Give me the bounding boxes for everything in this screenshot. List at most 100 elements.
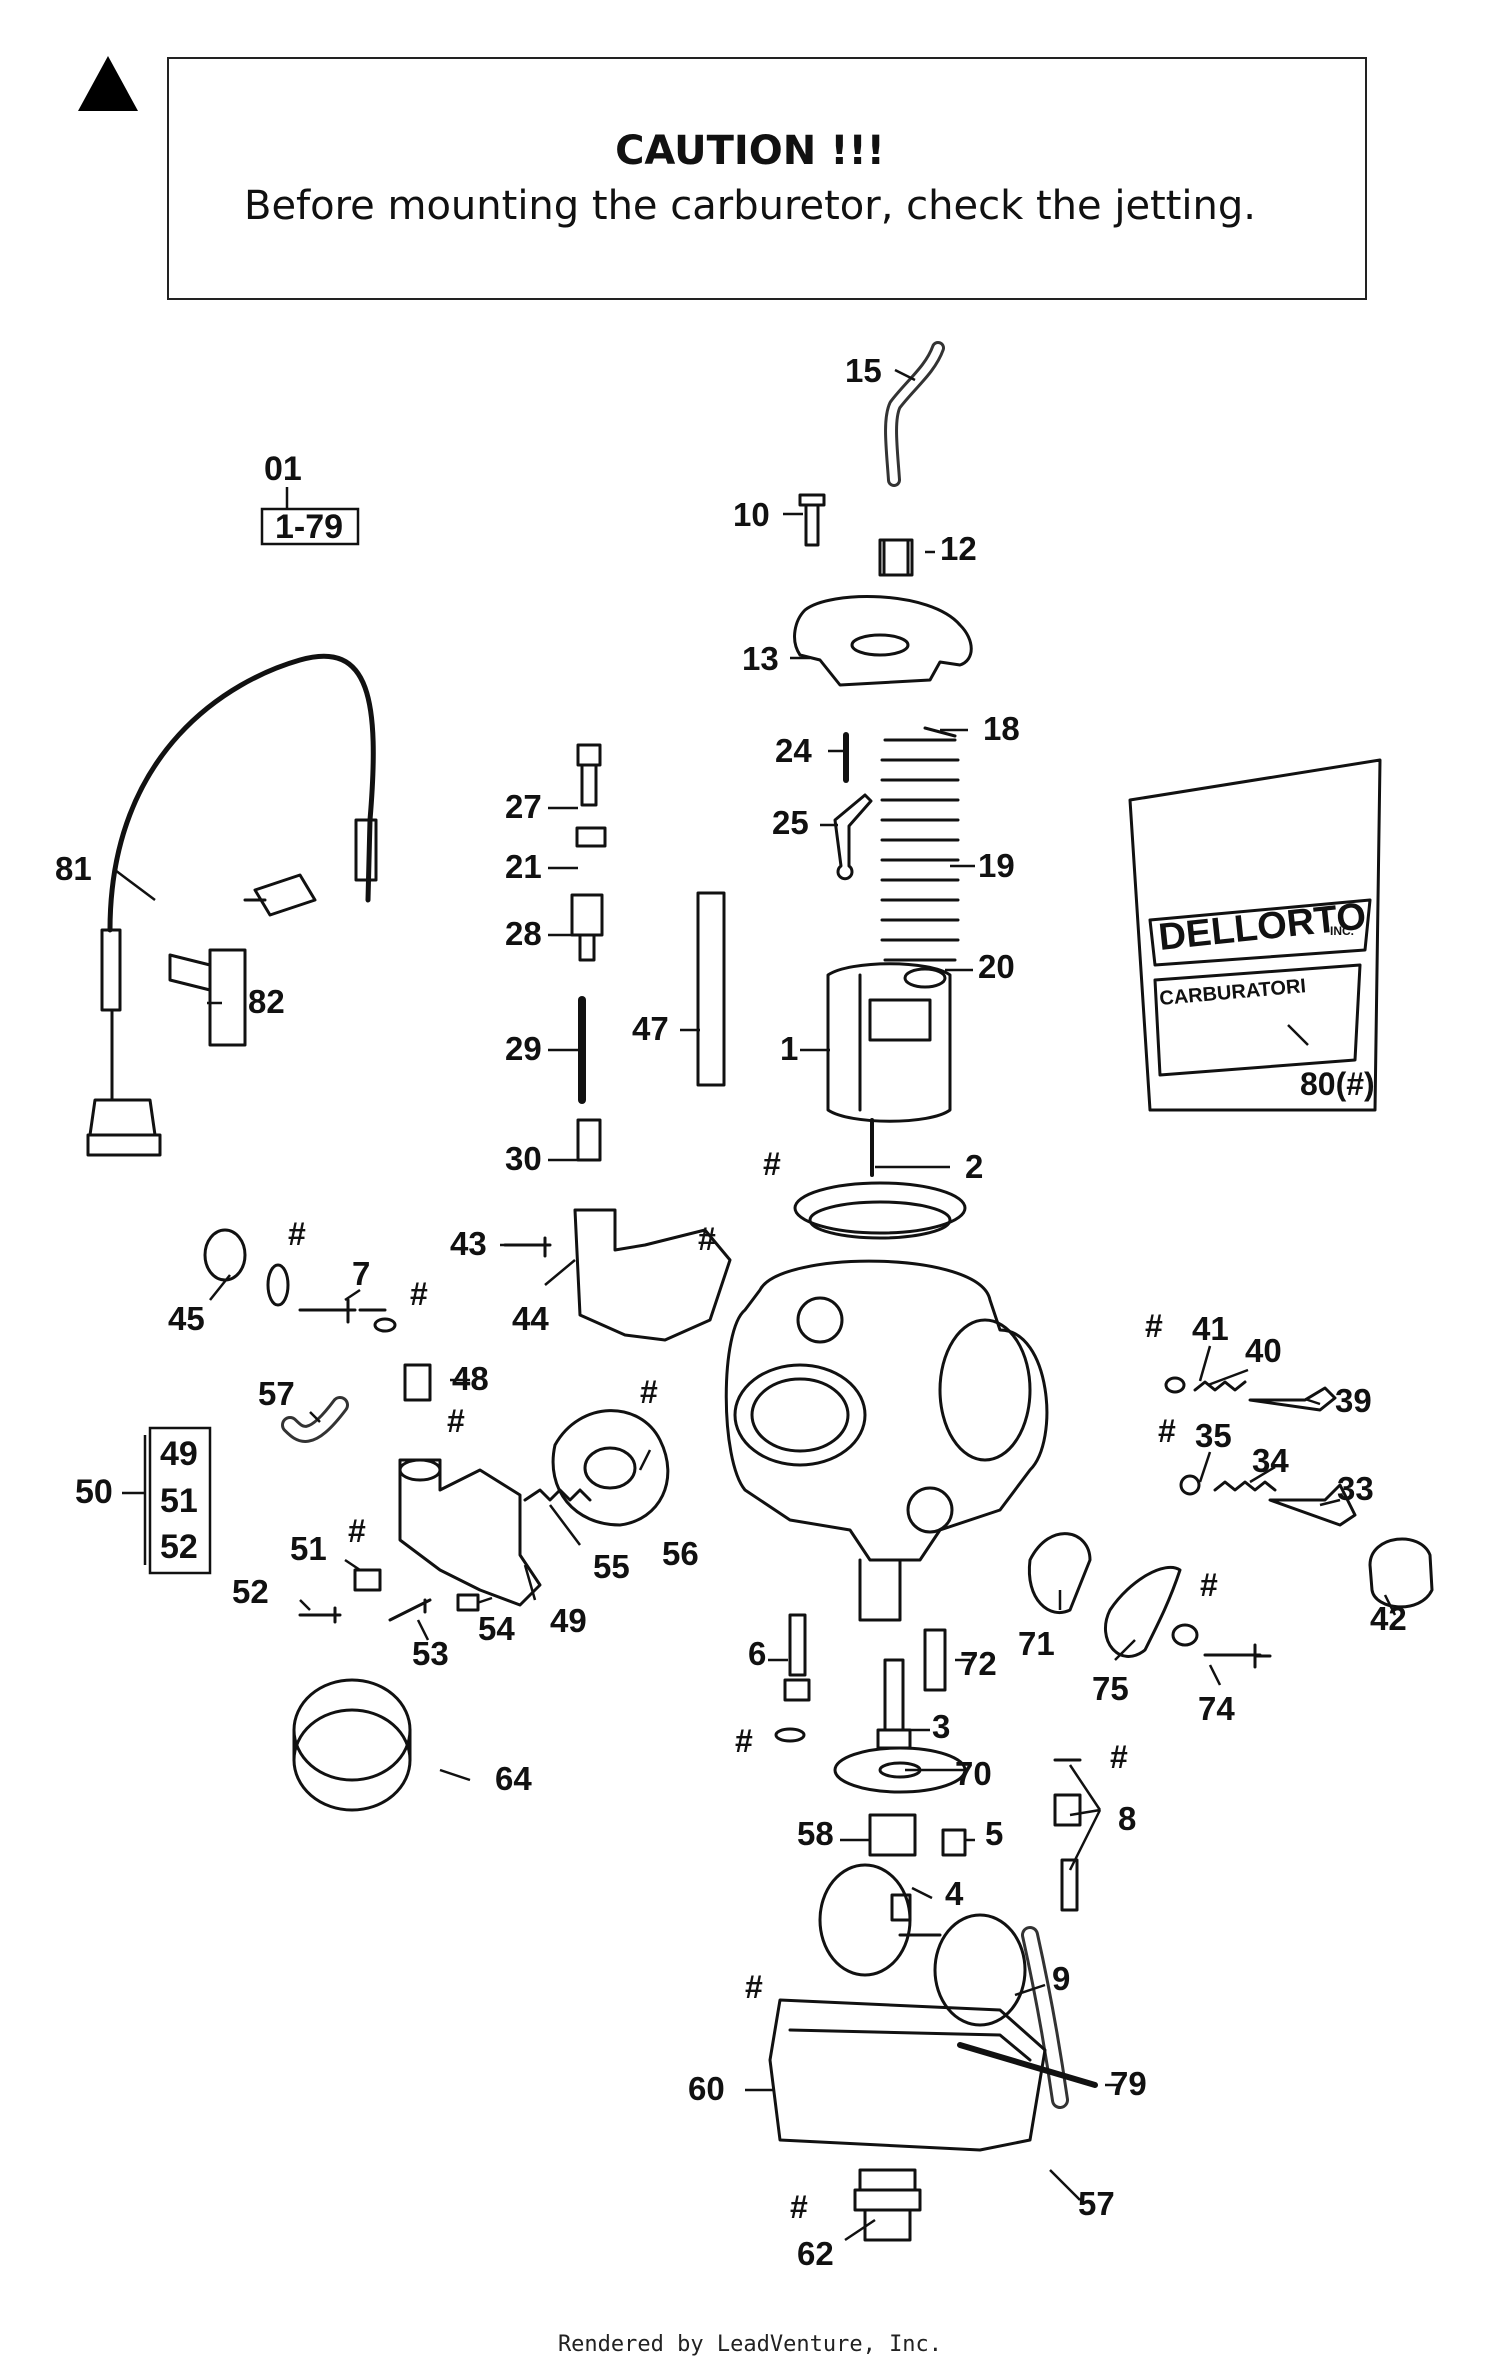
bag-label: 80(#) <box>1300 1066 1375 1102</box>
group-box-item: 51 <box>160 1482 198 1520</box>
group-box-item: 49 <box>160 1435 198 1473</box>
callout-28: 28 <box>505 915 542 952</box>
carb-cap <box>793 594 973 687</box>
needle-30 <box>576 1118 602 1162</box>
fitting-48 <box>403 1363 432 1402</box>
kit-label-top: 01 <box>264 450 302 488</box>
callout-8: 8 <box>1118 1800 1136 1837</box>
bag-sub: CARBURATORI <box>1159 975 1307 1010</box>
hash-marker: # <box>1145 1308 1163 1344</box>
fitting-75 <box>1104 1565 1182 1658</box>
callout-48: 48 <box>452 1360 489 1397</box>
leader-lines <box>114 368 1397 2242</box>
warning-triangle-icon <box>78 56 138 111</box>
callout-42: 42 <box>1370 1600 1407 1637</box>
callout-74: 74 <box>1198 1690 1235 1727</box>
hash-marker: # <box>447 1403 465 1439</box>
callout-12: 12 <box>940 530 977 567</box>
hash-marker: # <box>1110 1739 1128 1775</box>
callout-10: 10 <box>733 496 770 533</box>
callout-64: 64 <box>495 1760 532 1797</box>
callout-43: 43 <box>450 1225 487 1262</box>
callout-62: 62 <box>797 2235 834 2272</box>
spring-55 <box>523 1488 592 1502</box>
float-needle-8 <box>1053 1758 1082 1912</box>
cable-knob <box>86 1098 162 1157</box>
nut-12 <box>878 538 914 577</box>
callout-57: 57 <box>258 1375 295 1412</box>
washer-41 <box>1164 1376 1186 1394</box>
callout-39: 39 <box>1335 1382 1372 1419</box>
valve-51 <box>353 1568 382 1592</box>
pin-18 <box>923 726 957 738</box>
callout-33: 33 <box>1337 1470 1374 1507</box>
cap-45 <box>203 1228 247 1282</box>
rod-47 <box>696 891 726 1087</box>
bag-text: DELLORTO CARBURATORI INC. 80(#) <box>1157 895 1375 1102</box>
jet-6 <box>783 1613 811 1702</box>
throttle-slide <box>826 962 952 1123</box>
clip-20 <box>903 967 947 989</box>
callout-79: 79 <box>1110 2065 1147 2102</box>
screw-53 <box>388 1598 432 1622</box>
bag-inc: INC. <box>1330 924 1354 938</box>
callout-53: 53 <box>412 1635 449 1672</box>
caution-box <box>167 57 1367 300</box>
callout-3: 3 <box>932 1708 950 1745</box>
hash-marker: # <box>1200 1567 1218 1603</box>
screw-39 <box>1248 1386 1337 1412</box>
spring-19 <box>880 738 960 962</box>
callout-72: 72 <box>960 1645 997 1682</box>
group-box-label: 50 <box>75 1473 113 1511</box>
callout-24: 24 <box>775 732 812 769</box>
callout-47: 47 <box>632 1010 669 1047</box>
caution-title: CAUTION !!! <box>615 128 885 174</box>
hash-marker: # <box>410 1276 428 1312</box>
float-9 <box>818 1863 1027 2027</box>
adjuster-28 <box>570 893 604 962</box>
ring-64 <box>292 1678 412 1812</box>
hash-marker: # <box>640 1374 658 1410</box>
screw-43 <box>503 1236 552 1258</box>
knob-42 <box>1368 1537 1434 1609</box>
choke-housing-44 <box>573 1208 732 1342</box>
parts-bag-80 <box>1128 758 1382 1112</box>
callout-1: 1 <box>780 1030 798 1067</box>
part-71 <box>1027 1532 1092 1614</box>
screw-10 <box>798 493 826 547</box>
rod-79 <box>957 2042 1098 2088</box>
callout-55: 55 <box>593 1548 630 1585</box>
callout-20: 20 <box>978 948 1015 985</box>
choke-cable-81 <box>107 653 376 933</box>
kit-label-range: 1-79 <box>275 508 343 546</box>
callout-58: 58 <box>797 1815 834 1852</box>
callout-5: 5 <box>985 1815 1003 1852</box>
callout-27: 27 <box>505 788 542 825</box>
callout-56: 56 <box>662 1535 699 1572</box>
pump-body-49 <box>398 1458 542 1607</box>
callout-52: 52 <box>232 1573 269 1610</box>
spring-34 <box>1213 1480 1277 1492</box>
hash-marker: # <box>288 1216 306 1252</box>
footer-credit: Rendered by LeadVenture, Inc. <box>557 2332 943 2357</box>
hash-marker: # <box>348 1513 366 1549</box>
part-5 <box>941 1828 967 1857</box>
drain-62 <box>853 2168 922 2242</box>
kit-label: 01 1-79 <box>260 450 360 546</box>
callout-60: 60 <box>688 2070 725 2107</box>
callout-71: 71 <box>1018 1625 1055 1662</box>
nut-21 <box>575 826 607 848</box>
hash-marker: # <box>735 1723 753 1759</box>
hash-marker: # <box>1158 1413 1176 1449</box>
callouts: 15 10 12 13 18 24 19 25 20 1 2 27 21 28 … <box>55 352 1407 2272</box>
hash-marker: # <box>790 2189 808 2225</box>
nut-54 <box>456 1593 480 1612</box>
callout-4: 4 <box>945 1875 964 1912</box>
callout-2: 2 <box>965 1148 983 1185</box>
jet-72 <box>923 1628 947 1692</box>
callout-54: 54 <box>478 1610 515 1647</box>
screw-33 <box>1268 1483 1357 1527</box>
callout-41: 41 <box>1192 1310 1229 1347</box>
plunger-82 <box>168 948 247 1047</box>
